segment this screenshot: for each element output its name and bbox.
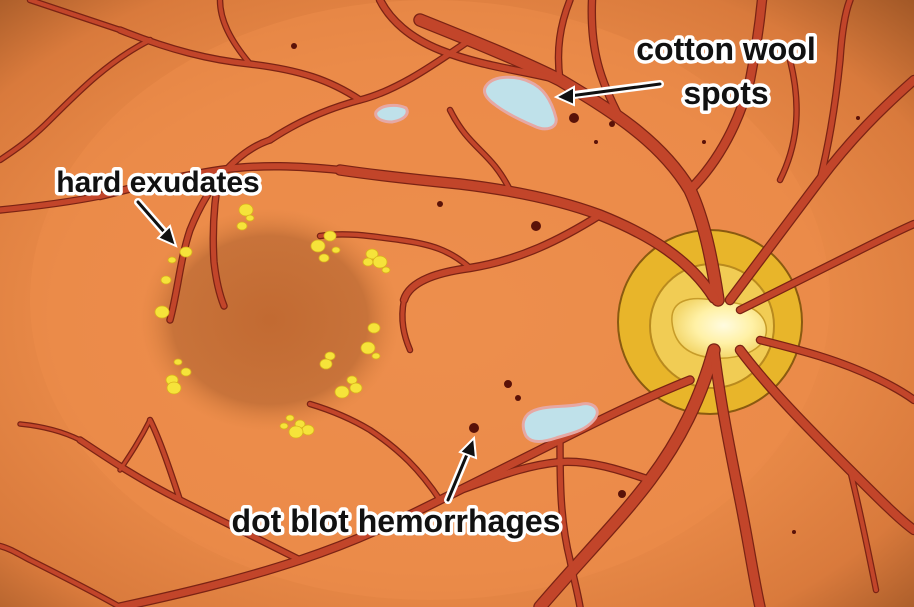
exudate [180,247,192,257]
label-cotton-wool-line2: spots [683,75,768,111]
exudate [181,368,191,376]
exudate [302,425,314,435]
hemorrhage-dot [618,490,626,498]
exudate [372,353,380,359]
hemorrhage-dot [469,423,479,433]
hemorrhage-dot [569,113,579,123]
exudate [239,204,253,216]
exudate [246,215,254,221]
hemorrhage-dot [856,116,860,120]
exudate [319,254,329,262]
exudate [324,231,336,241]
hemorrhage-dot [702,140,706,144]
exudate [382,267,390,273]
exudate [361,342,375,354]
hemorrhage-dot [609,121,615,127]
exudate [280,423,288,429]
hemorrhage-dot [792,530,796,534]
exudate [350,383,362,393]
exudate [174,359,182,365]
exudate [368,323,380,333]
exudate [320,359,332,369]
exudate [168,257,176,263]
exudate [332,247,340,253]
hemorrhage-dot [515,395,521,401]
exudate [373,256,387,268]
exudate [335,386,349,398]
exudate [237,222,247,230]
label-hard-exudates: hard exudates [56,166,259,199]
exudate [363,258,373,266]
cotton-wool-spot [376,105,408,122]
exudate [311,240,325,252]
exudate [161,276,171,284]
hemorrhage-dot [291,43,297,49]
exudate [167,382,181,394]
exudate [289,426,303,438]
hemorrhage-dot [594,140,598,144]
macula [140,208,400,432]
hemorrhage-dot [504,380,512,388]
hemorrhage-dot [531,221,541,231]
label-cotton-wool-line1: cotton wool [636,31,816,67]
label-dot-blot-hemorrhages: dot blot hemorrhages [232,503,561,539]
exudate [155,306,169,318]
hemorrhage-dot [437,201,443,207]
exudate [286,415,294,421]
